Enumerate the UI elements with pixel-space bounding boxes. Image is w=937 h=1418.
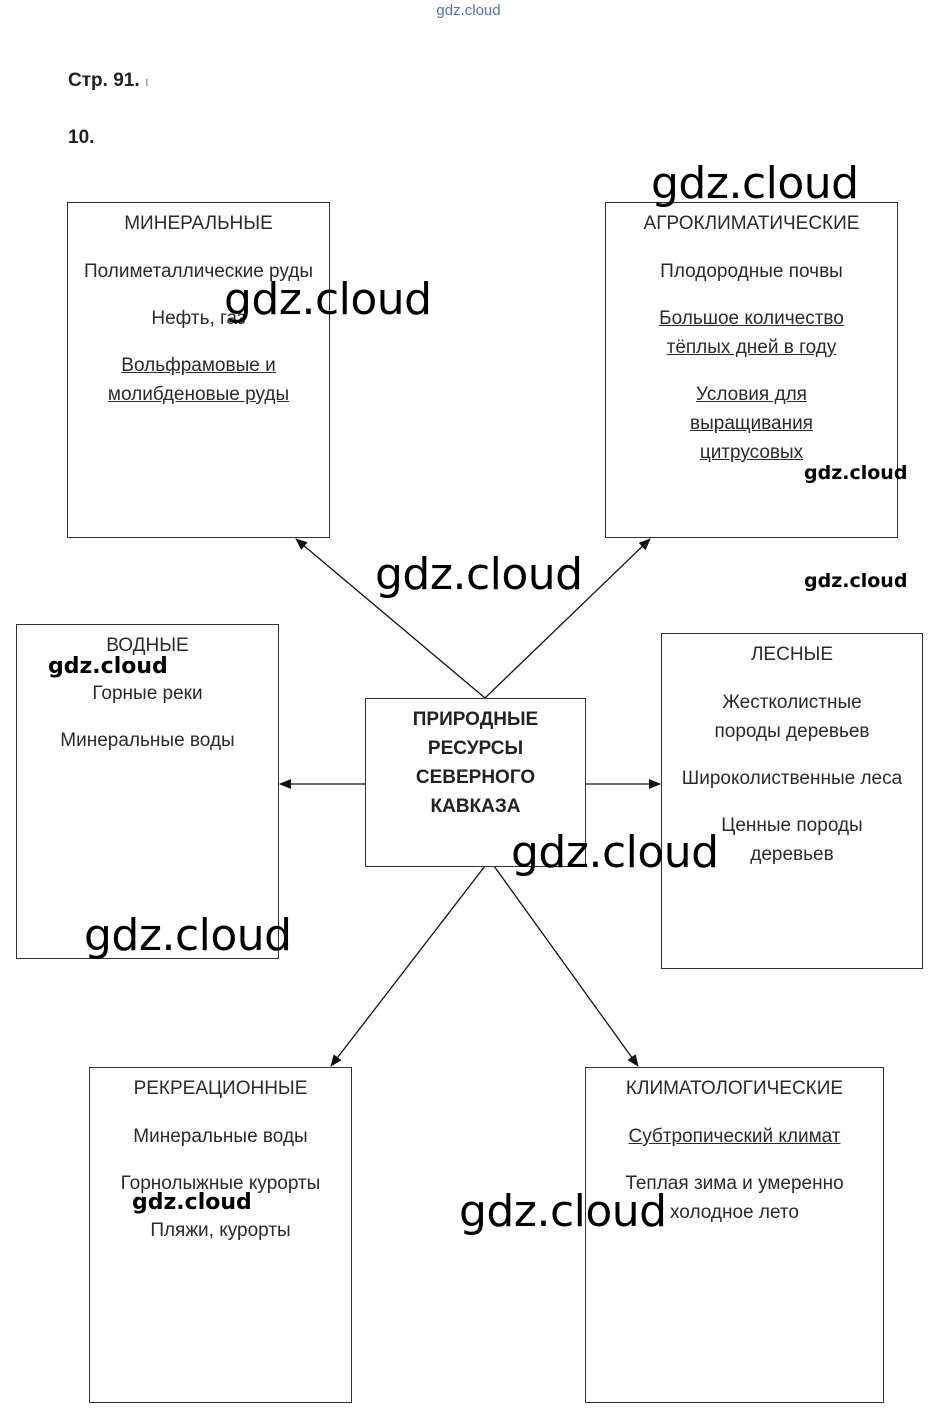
box-item: Условия для выращивания цитрусовых [690, 384, 813, 463]
page-mark: ı [144, 73, 149, 89]
box-item: Вольфрамовые и молибденовые руды [107, 355, 290, 405]
box-title: ВОДНЫЕ [106, 635, 189, 656]
box-item: Минеральные воды [60, 730, 235, 751]
arrow-to-mineral [295, 538, 486, 699]
page-reference-text: Стр. 91. [68, 70, 140, 91]
center-line: ПРИРОДНЫЕ [412, 709, 539, 730]
climatological-resources-box: КЛИМАТОЛОГИЧЕСКИЕ Субтропический климат … [585, 1067, 884, 1403]
box-item: Нефть, газ [151, 308, 246, 329]
box-title: АГРОКЛИМАТИЧЕСКИЕ [643, 213, 860, 234]
box-item: Большое количество тёплых дней в году [659, 308, 844, 358]
box-item: Горные реки [92, 683, 203, 704]
water-resources-box: ВОДНЫЕ Горные реки Минеральные воды [16, 624, 279, 959]
box-item: Жестколистные породы деревьев [714, 692, 870, 742]
box-item: Ценные породы деревьев [721, 815, 863, 865]
recreational-resources-box: РЕКРЕАЦИОННЫЕ Минеральные воды Горнолыжн… [89, 1067, 352, 1403]
page-reference: Стр. 91. ı [68, 70, 149, 92]
box-item: Широколиственные леса [681, 768, 903, 789]
box-item: Полиметаллические руды [83, 261, 314, 282]
box-title: ЛЕСНЫЕ [750, 644, 834, 665]
box-item: Пляжи, курорты [150, 1220, 291, 1241]
forest-resources-box: ЛЕСНЫЕ Жестколистные породы деревьев Шир… [661, 633, 923, 969]
box-item: Плодородные почвы [660, 261, 843, 282]
center-line: КАВКАЗА [430, 796, 521, 817]
mineral-resources-box: МИНЕРАЛЬНЫЕ Полиметаллические руды Нефть… [67, 202, 330, 538]
box-title: РЕКРЕАЦИОННЫЕ [133, 1078, 308, 1099]
box-title: КЛИМАТОЛОГИЧЕСКИЕ [625, 1078, 844, 1099]
box-item: Минеральные воды [133, 1126, 308, 1147]
agroclimatic-resources-box: АГРОКЛИМАТИЧЕСКИЕ Плодородные почвы Боль… [605, 202, 898, 538]
arrow-to-agro [484, 538, 651, 699]
box-title: МИНЕРАЛЬНЫЕ [124, 213, 273, 234]
box-item: Теплая зима и умеренно холодное лето [625, 1173, 844, 1223]
site-link[interactable]: gdz.cloud [436, 2, 501, 19]
box-item: Субтропический климат [628, 1126, 841, 1147]
task-number: 10. [68, 127, 95, 148]
arrow-to-climate [493, 865, 639, 1067]
arrow-to-recreation [330, 865, 486, 1067]
central-node: ПРИРОДНЫЕ РЕСУРСЫ СЕВЕРНОГО КАВКАЗА [365, 698, 586, 867]
box-item: Горнолыжные курорты [120, 1173, 321, 1194]
center-line: СЕВЕРНОГО [415, 767, 536, 788]
center-line: РЕСУРСЫ [427, 738, 524, 759]
